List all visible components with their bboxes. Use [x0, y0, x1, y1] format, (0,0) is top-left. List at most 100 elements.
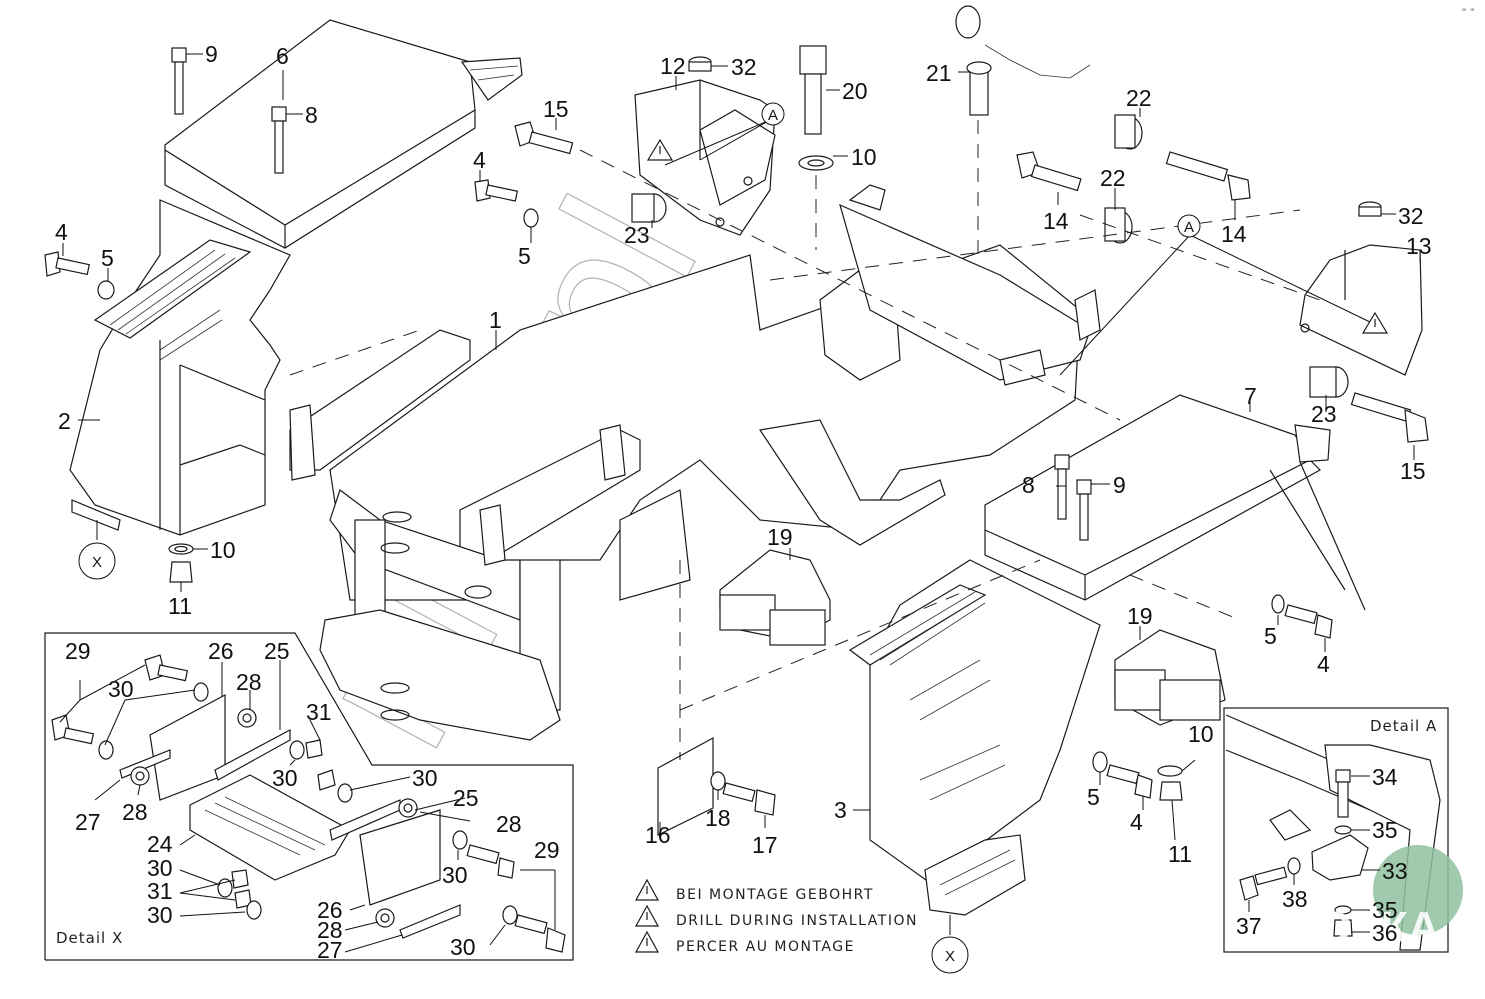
callout-23: 23	[624, 222, 650, 248]
callout-17: 17	[752, 832, 778, 858]
callout-4: 4	[1130, 809, 1143, 835]
callout-38: 38	[1282, 886, 1308, 912]
part-13-counterweight	[1299, 244, 1423, 376]
svg-text:X: X	[92, 554, 102, 571]
reference-marker-x: X	[931, 936, 969, 974]
warning-icon	[646, 138, 674, 161]
callouts: 9 6 8 4 5 2 10 11 1 4 5 15 12 32 20 10 2…	[55, 41, 1432, 867]
callout-28: 28	[496, 811, 522, 837]
callout-18: 18	[705, 805, 731, 831]
callout-35: 35	[1372, 897, 1398, 923]
callout-23: 23	[1311, 401, 1337, 427]
note-de: BEI MONTAGE GEBOHRT	[676, 887, 874, 903]
callout-30: 30	[147, 902, 173, 928]
callout-32: 32	[1398, 203, 1424, 229]
callout-9: 9	[1113, 472, 1126, 498]
installation-notes: BEI MONTAGE GEBOHRT DRILL DURING INSTALL…	[634, 878, 918, 955]
callout-12: 12	[660, 53, 686, 79]
callout-30: 30	[272, 765, 298, 791]
callout-9: 9	[205, 41, 218, 67]
part-16-plate	[657, 736, 714, 836]
callout-37: 37	[1236, 913, 1262, 939]
brand-logo-text: АГРОЕКА	[1232, 903, 1440, 952]
callout-5: 5	[1264, 623, 1277, 649]
callout-5: 5	[101, 245, 114, 271]
callout-1: 1	[489, 307, 502, 333]
callout-20: 20	[842, 78, 868, 104]
callout-15: 15	[543, 96, 569, 122]
callout-5: 5	[518, 243, 531, 269]
part-7-cover	[984, 394, 1366, 611]
detail-x-title: Detail X	[56, 929, 123, 947]
part-6-cover	[164, 19, 523, 249]
callout-31: 31	[147, 878, 173, 904]
leader-lines	[62, 53, 1421, 935]
detail-x-panel: 29 30 26 25 28 31 30 27 28 30 25 28 29 3…	[44, 632, 574, 963]
callout-26: 26	[208, 638, 234, 664]
callout-30: 30	[442, 862, 468, 888]
callout-11: 11	[168, 593, 192, 619]
part-19-block-left	[719, 549, 831, 646]
callout-13: 13	[1406, 233, 1432, 259]
callout-21: 21	[926, 60, 952, 86]
note-fr: PERCER AU MONTAGE	[676, 939, 855, 955]
callout-4: 4	[473, 147, 486, 173]
warning-icon	[634, 878, 660, 901]
part-19-block-right	[1114, 629, 1226, 726]
callout-4: 4	[1317, 651, 1330, 677]
callout-26: 26	[317, 897, 343, 923]
detail-a-panel: АГРОЕКА 34 35 33 35 36 38 37 Detail A	[1223, 707, 1463, 953]
callout-4: 4	[55, 219, 68, 245]
callout-10: 10	[851, 144, 877, 170]
warning-icon	[634, 904, 660, 927]
warning-icon	[1361, 311, 1389, 334]
svg-text:A: A	[768, 107, 778, 124]
detail-a-title: Detail A	[1370, 717, 1437, 735]
reference-marker-a: A	[761, 102, 785, 126]
svg-text:A: A	[1184, 219, 1194, 236]
part-3-right-step	[848, 559, 1101, 916]
callout-19: 19	[1127, 603, 1153, 629]
callout-29: 29	[534, 837, 560, 863]
callout-2: 2	[58, 408, 71, 434]
callout-19: 19	[767, 524, 793, 550]
callout-27: 27	[75, 809, 101, 835]
note-en: DRILL DURING INSTALLATION	[676, 913, 918, 929]
callout-16: 16	[645, 822, 671, 848]
callout-10: 10	[1188, 721, 1214, 747]
callout-7: 7	[1244, 383, 1257, 409]
callout-30: 30	[450, 934, 476, 960]
callout-35: 35	[1372, 817, 1398, 843]
callout-22: 22	[1126, 85, 1152, 111]
callout-15: 15	[1400, 458, 1426, 484]
callout-25: 25	[453, 785, 479, 811]
callout-24: 24	[147, 831, 173, 857]
callout-8: 8	[1022, 472, 1035, 498]
corner-mark: ꟹ ꟹ	[1462, 7, 1475, 15]
callout-30: 30	[108, 676, 134, 702]
brand-logo: АГРОЕКА	[1232, 845, 1463, 952]
callout-22: 22	[1100, 165, 1126, 191]
callout-11: 11	[1168, 841, 1192, 867]
callout-27: 27	[317, 937, 343, 963]
callout-5: 5	[1087, 784, 1100, 810]
part-2-left-step	[69, 199, 291, 536]
part-1-main-frame	[289, 184, 1101, 741]
callout-14: 14	[1221, 221, 1247, 247]
assembly-lines	[289, 120, 1321, 760]
reference-marker-a: A	[1177, 214, 1201, 238]
fasteners	[44, 5, 1429, 816]
callout-6: 6	[276, 43, 289, 69]
svg-text:X: X	[945, 948, 955, 965]
callout-30: 30	[412, 765, 438, 791]
warning-icon	[634, 930, 660, 953]
callout-25: 25	[264, 638, 290, 664]
callout-31: 31	[306, 699, 332, 725]
callout-3: 3	[834, 797, 847, 823]
callout-33: 33	[1382, 858, 1408, 884]
callout-28: 28	[236, 669, 262, 695]
callout-32: 32	[731, 54, 757, 80]
callout-14: 14	[1043, 208, 1069, 234]
callout-36: 36	[1372, 920, 1398, 946]
